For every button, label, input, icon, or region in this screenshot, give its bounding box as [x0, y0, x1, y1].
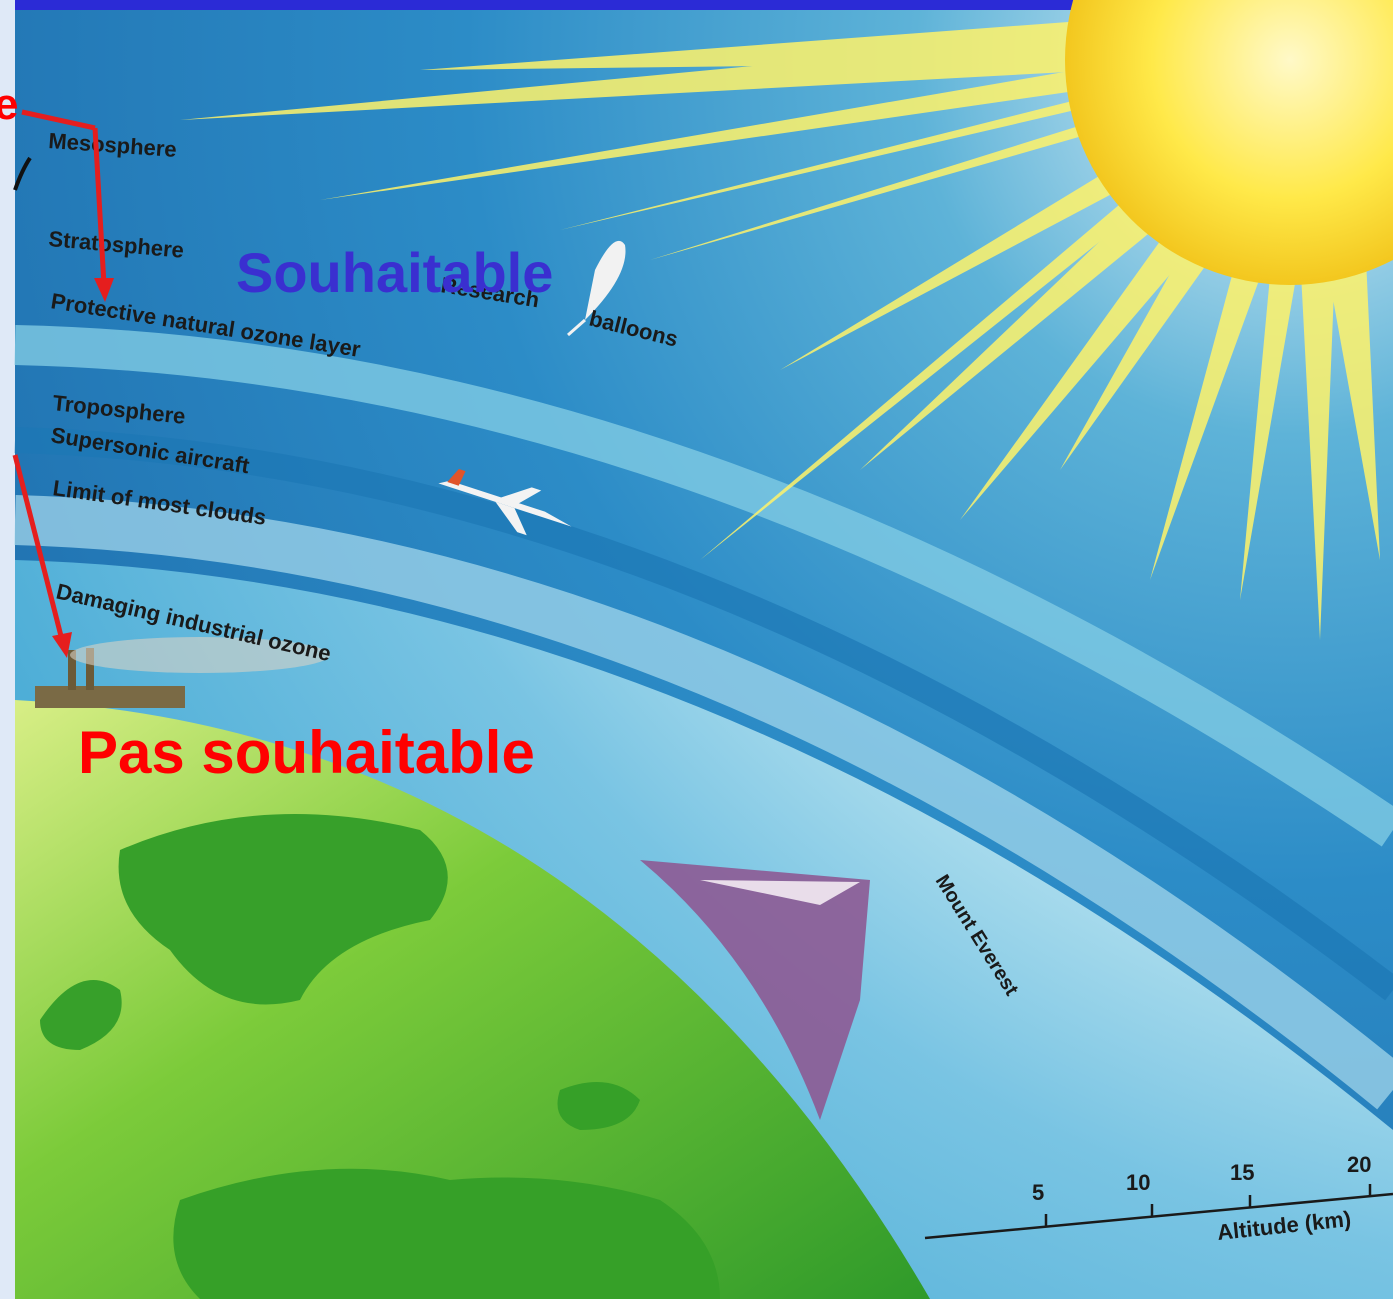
undesirable-label: Pas souhaitable: [78, 719, 535, 786]
ozone-band: [14, 325, 1393, 847]
troposphere-band: [14, 427, 1393, 1001]
research-balloon-icon: [567, 240, 626, 337]
arrow-to-factory: [12, 454, 72, 658]
frame-left-bar: [0, 0, 15, 1299]
supersonic-jet-icon: [438, 468, 572, 536]
axis-tick-label: 20: [1347, 1152, 1371, 1177]
factory-icon: [35, 637, 330, 708]
everest-snow: [700, 880, 860, 905]
stroke-fragment: [13, 156, 32, 191]
mount-everest: [640, 860, 870, 1120]
desirable-label: Souhaitable: [236, 241, 554, 304]
arrow-to-ozone-layer: [21, 109, 114, 302]
cloud-limit-band: [14, 495, 1393, 1110]
axis-tick-label: 10: [1126, 1170, 1150, 1195]
sun: [1065, 0, 1393, 285]
island: [173, 1168, 721, 1299]
island: [118, 814, 448, 1005]
frame-top-bar: [0, 0, 1393, 10]
axis-tick-label: 5: [1032, 1180, 1044, 1205]
scene-area: Mesosphere Stratosphere Research balloon…: [12, 0, 1393, 1299]
island: [40, 980, 122, 1050]
cutoff-letter: e: [0, 80, 19, 129]
island: [557, 1082, 640, 1130]
axis-tick-label: 15: [1230, 1160, 1254, 1185]
